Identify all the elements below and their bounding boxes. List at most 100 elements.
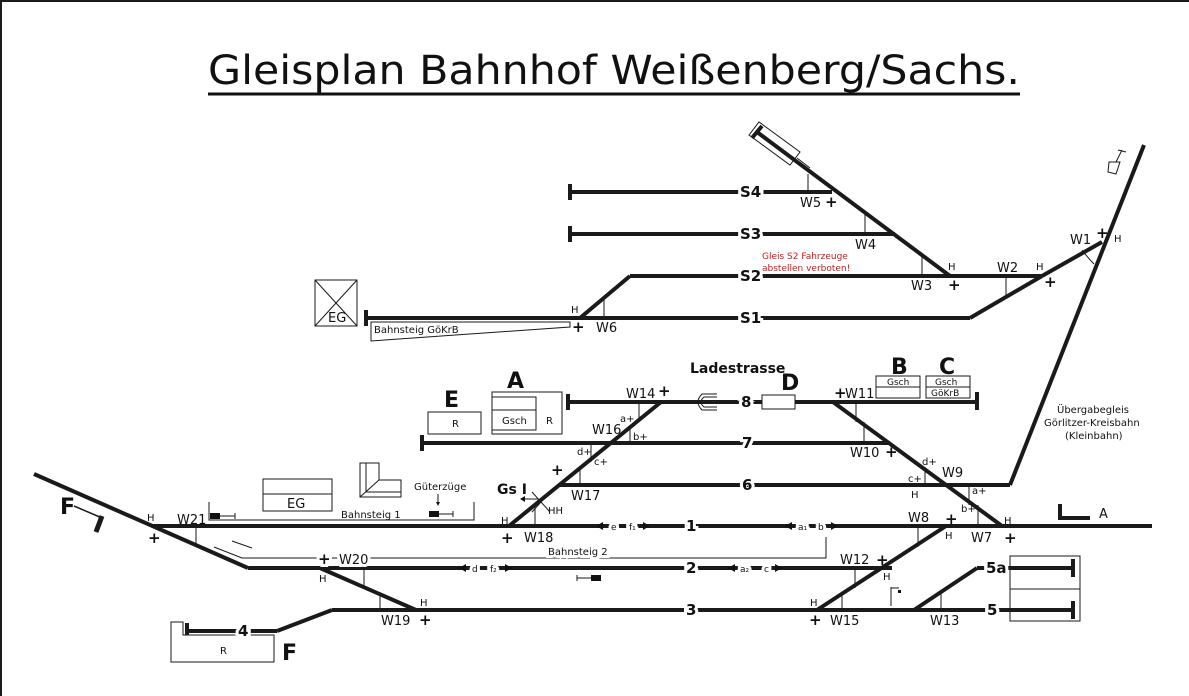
building-label: R (220, 646, 227, 657)
track-label-s4: S4 (740, 183, 761, 201)
plus-marker: + (572, 318, 585, 336)
a-plus-marker: a+ (620, 414, 635, 425)
building-label: EG (287, 497, 305, 512)
plus-marker: + (948, 276, 961, 294)
switch-label-w2: W2 (997, 261, 1018, 276)
building-label: Gsch (502, 416, 527, 427)
c-plus-marker: c+ (908, 474, 922, 485)
section-letter-a: A (507, 369, 524, 394)
uebergabe-label-1: Übergabegleis (1057, 403, 1129, 416)
building-eg-gokrb: EG (314, 279, 358, 327)
switch-label-w5: W5 (800, 196, 821, 211)
diagonal-w5-w3 (755, 130, 952, 278)
switch-label-w4: W4 (855, 238, 876, 253)
diagonal-w11-w7 (831, 400, 1004, 528)
track-label-s3: S3 (740, 225, 761, 243)
d-plus-marker: d+ (577, 447, 592, 458)
signal-label-gs1: Gs I (497, 482, 527, 498)
diagonal-w20-w19 (319, 566, 417, 612)
track-label-6: 6 (742, 476, 752, 494)
marker-label: b (818, 523, 824, 533)
track-label-s1: S1 (740, 309, 761, 327)
track-label-3: 3 (686, 601, 696, 619)
building-e: R (427, 411, 482, 435)
plus-marker: + (1096, 224, 1109, 242)
plus-marker: + (885, 443, 898, 461)
plus-marker: + (419, 611, 432, 629)
dwarf-signal-icon (576, 575, 601, 581)
h-marker: H (911, 490, 919, 501)
marker-label: a₁ (798, 523, 808, 533)
dwarf-signal-icon (429, 511, 454, 517)
switch-label-w17: W17 (571, 489, 600, 504)
diagonal-w14-w18 (507, 400, 663, 528)
connector-s2-s1 (578, 274, 632, 320)
platform-2 (213, 537, 827, 559)
marker-label: d (472, 565, 478, 575)
plus-marker: + (148, 529, 161, 547)
switch-label-w11: W11 (845, 387, 874, 402)
direction-marker-a (1058, 504, 1090, 520)
plus-marker: + (1004, 529, 1017, 547)
section-letter-d: D (781, 371, 799, 396)
h-marker: H (147, 513, 155, 524)
building-c: Gsch GöKrB (925, 375, 971, 399)
gueterzuege-label: Güterzüge (414, 482, 466, 493)
marker-label: f₂ (490, 565, 497, 575)
plus-marker: + (945, 510, 958, 528)
signal-icon (1107, 149, 1127, 175)
track-west-entry (33, 472, 249, 570)
plus-marker: + (318, 550, 331, 568)
platform-1 (208, 502, 475, 521)
plus-marker: + (876, 551, 889, 569)
h-marker: H (883, 572, 891, 583)
direction-label-f: F (60, 495, 75, 520)
platform-1-label: Bahnsteig 1 (341, 510, 401, 521)
track-s4 (568, 184, 832, 200)
platform-2-label: Bahnsteig 2 (548, 547, 608, 558)
switch-label-w18: W18 (524, 531, 553, 546)
a-plus-marker: a+ (972, 486, 987, 497)
platform-label: Bahnsteig GöKrB (374, 325, 459, 336)
switch-label-w15: W15 (830, 614, 859, 629)
plus-marker: + (551, 461, 564, 479)
uebergabe-label-2: Görlitzer-Kreisbahn (1044, 418, 1140, 429)
switch-label-w7: W7 (971, 531, 992, 546)
switch-label-w19: W19 (381, 614, 410, 629)
marker-label: f₁ (629, 523, 636, 533)
track-label-2: 2 (686, 559, 696, 577)
buffer-stop (750, 124, 764, 140)
platform-gokrb: Bahnsteig GöKrB (370, 321, 571, 342)
building-l-shape (359, 462, 402, 498)
switch-label-w6: W6 (596, 321, 617, 336)
h-marker: H (501, 516, 509, 527)
building-b: Gsch (875, 375, 921, 399)
h-marker: H (1004, 516, 1012, 527)
note-line-2: abstellen verboten! (762, 264, 850, 274)
switch-label-w8: W8 (908, 511, 929, 526)
connector-s1-w2 (968, 274, 1044, 320)
building-label: Gsch (887, 378, 909, 388)
uebergabe-label-3: (Kleinbahn) (1065, 431, 1123, 442)
ramp-mark (796, 157, 811, 169)
track-label-s2: S2 (740, 267, 761, 285)
ladestrasse-label: Ladestrasse (690, 361, 785, 377)
plus-marker: + (1044, 273, 1057, 291)
track-label-8: 8 (741, 393, 751, 411)
track-label-4: 4 (238, 622, 248, 640)
switch-label-w20: W20 (339, 553, 368, 568)
building-a: Gsch R (491, 391, 563, 435)
signal-gs1-icon (520, 491, 551, 513)
switch-label-w12: W12 (840, 553, 869, 568)
connector-5-5a (912, 566, 979, 612)
track-label-5: 5 (987, 601, 997, 619)
plus-marker: + (658, 382, 671, 400)
section-letter-c: C (939, 355, 955, 380)
direction-marker-f (93, 515, 105, 533)
switch-label-w3: W3 (911, 279, 932, 294)
switch-label-w1: W1 (1070, 233, 1091, 248)
track-s1 (364, 310, 970, 326)
marker-label: c (764, 565, 769, 575)
switch-label-w14: W14 (626, 387, 655, 402)
